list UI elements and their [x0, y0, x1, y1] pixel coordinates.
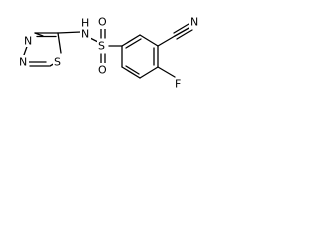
- atom-n-ring1-upper: N: [24, 35, 32, 48]
- bond-ring2-c5-c6-inner: [125, 65, 140, 75]
- atom-n-nitrile: N: [190, 16, 198, 29]
- atom-s-ring1: S: [54, 56, 61, 69]
- atom-f-fluoro: F: [175, 78, 181, 91]
- atom-label-layer: N N S H N S O O N F: [18, 15, 200, 92]
- atom-n-amide: N: [81, 28, 89, 41]
- bond-nitrile-triple-2: [173, 23, 190, 34]
- atom-n-ring1-lower: N: [19, 56, 27, 69]
- bond-ring2-c4-c5: [139, 66, 159, 79]
- atom-h-amide: H: [81, 17, 89, 30]
- bond-ring2-c2-c3: [139, 34, 159, 47]
- atom-o-sulfonyl-upper: O: [98, 16, 107, 29]
- bond-ring2-nitrile-c: [157, 35, 176, 47]
- bond-c5-nh: [57, 31, 82, 34]
- atom-o-sulfonyl-lower: O: [98, 64, 107, 77]
- chemical-structure: N N S H N S O O N F: [18, 15, 200, 92]
- bond-ring2-c5-c6: [121, 66, 141, 79]
- bond-ring2-f: [157, 66, 176, 78]
- bond-layer: [23, 23, 193, 79]
- atom-s-sulfonyl: S: [98, 40, 105, 53]
- bond-ring1-c5-s: [57, 32, 62, 54]
- bond-ring2-c1-c2: [121, 34, 141, 47]
- bond-nitrile-triple-3: [176, 29, 193, 40]
- bond-ring2-c1-c2-inner: [125, 38, 142, 49]
- bond-nitrile-triple-1: [174, 26, 192, 37]
